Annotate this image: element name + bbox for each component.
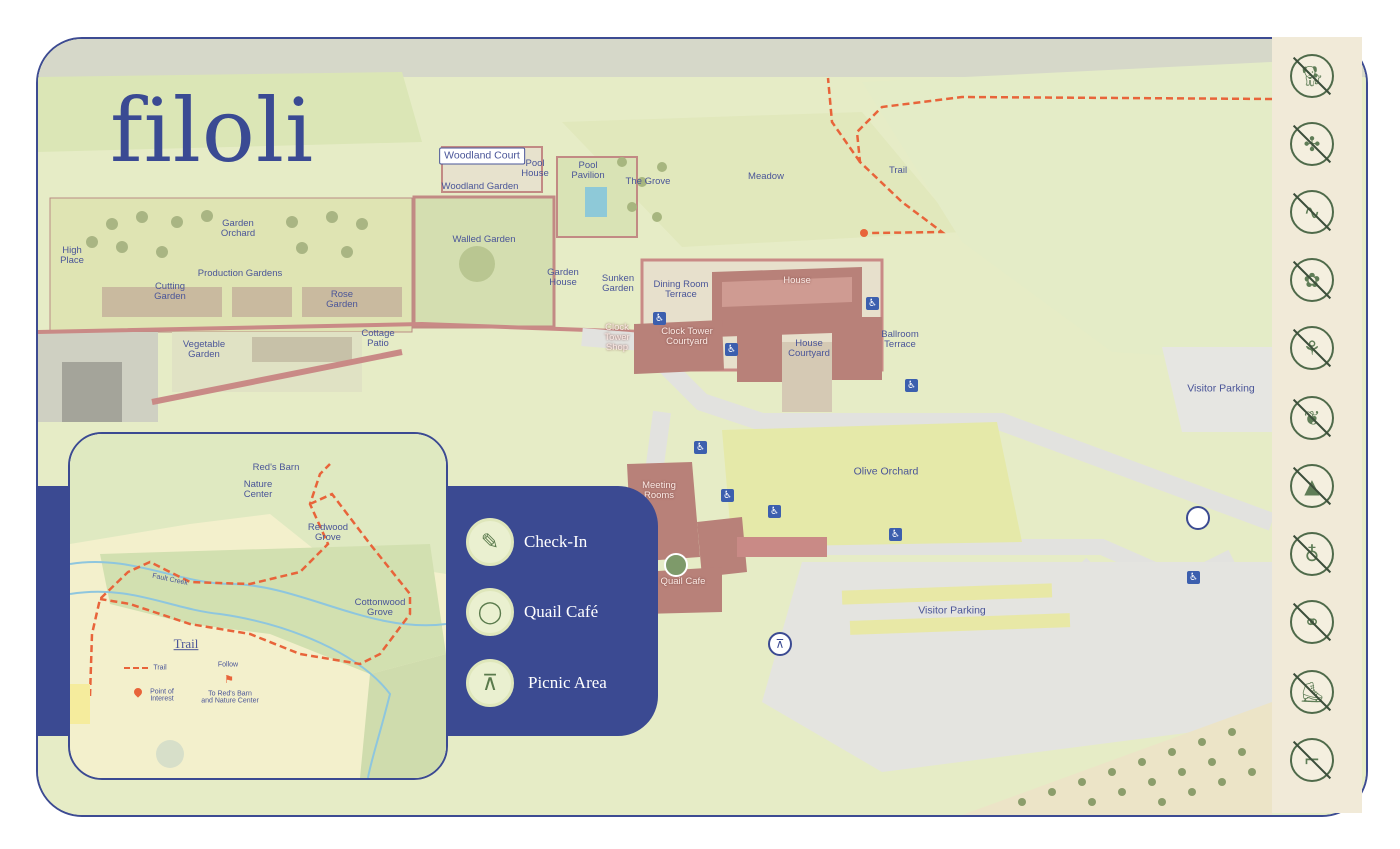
no-firearms-icon: ⌐ <box>1290 738 1334 782</box>
label-dining-room-terrace: Dining Room Terrace <box>653 279 709 300</box>
label-sunken-garden: Sunken Garden <box>601 273 635 294</box>
label-woodland-court: Woodland Court <box>439 147 525 165</box>
legend-label: Check-In <box>524 532 588 551</box>
accessibility-icon: ♿ <box>768 505 781 518</box>
plate-icon: ◯ <box>466 588 514 636</box>
label-cutting-garden: Cutting Garden <box>154 281 186 302</box>
inset-trail-title: Trail <box>173 636 199 652</box>
inset-label-cottonwood-grove: Cottonwood Grove <box>354 597 406 618</box>
legend-label: Quail Café <box>524 602 599 621</box>
hiker-icon: ⚑ <box>224 673 234 686</box>
label-high-place: High Place <box>60 245 84 266</box>
filoli-logo[interactable]: filoli <box>110 79 315 182</box>
inset-key-trail: Trail <box>153 664 167 672</box>
inset-label-nature-center: Nature Center <box>243 479 273 500</box>
label-production-gardens: Production Gardens <box>197 268 283 280</box>
label-pool-house: Pool House <box>521 158 549 179</box>
inset-key-follow-desc: To Red's Barn and Nature Center <box>201 690 259 705</box>
legend-item-check-in: ✎ Check-In <box>466 518 587 566</box>
accessibility-icon: ♿ <box>653 312 666 325</box>
label-ballroom-terrace: Ballroom Terrace <box>881 329 919 350</box>
label-the-grove: The Grove <box>625 176 671 188</box>
label-cottage-patio: Cottage Patio <box>361 328 395 349</box>
accessibility-icon: ♿ <box>1187 571 1200 584</box>
accessibility-icon: ♿ <box>694 441 707 454</box>
label-olive-orchard: Olive Orchard <box>853 465 919 478</box>
legend-item-picnic-area: ⊼ Picnic Area <box>466 659 607 707</box>
inset-label-reds-barn: Red's Barn <box>252 462 300 474</box>
inset-key-poi: Point of Interest <box>150 688 174 703</box>
label-garden-house: Garden House <box>547 267 579 288</box>
trail-inset-svg <box>70 434 446 778</box>
no-dogs-icon: 🐕︎ <box>1290 54 1334 98</box>
label-house-courtyard: House Courtyard <box>788 338 830 359</box>
label-meeting-rooms: Meeting Rooms <box>642 480 676 501</box>
check-in-icon: ✎ <box>466 518 514 566</box>
inset-key-follow: Follow <box>217 661 239 669</box>
label-clock-tower-courtyard: Clock Tower Courtyard <box>661 326 713 347</box>
no-smoking-icon: ∿ <box>1290 190 1334 234</box>
legend-item-quail-cafe: ◯ Quail Café <box>466 588 598 636</box>
cafe-marker-icon[interactable] <box>664 553 688 577</box>
picnic-marker-icon[interactable]: ⊼ <box>768 632 792 656</box>
label-visitor-parking-lower: Visitor Parking <box>918 604 986 617</box>
trail-inset-map[interactable]: Red's Barn Nature Center Redwood Grove F… <box>68 432 448 780</box>
label-meadow: Meadow <box>748 171 784 183</box>
label-visitor-parking-upper: Visitor Parking <box>1187 382 1255 395</box>
check-in-marker-icon[interactable] <box>1186 506 1210 530</box>
no-climbing-icon: ⚘ <box>1290 326 1334 370</box>
legend-label: Picnic Area <box>528 673 607 692</box>
inset-label-redwood-grove: Redwood Grove <box>307 522 349 543</box>
no-bicycles-icon: ⚭ <box>1290 600 1334 644</box>
label-pool-pavilion: Pool Pavilion <box>571 160 605 181</box>
no-trampling-icon: ❦ <box>1290 396 1334 440</box>
picnic-table-icon: ⊼ <box>466 659 514 707</box>
accessibility-icon: ♿ <box>725 343 738 356</box>
label-walled-garden: Walled Garden <box>452 234 516 246</box>
label-woodland-garden: Woodland Garden <box>441 181 519 193</box>
no-picking-icon: ✿ <box>1290 258 1334 302</box>
label-vegetable-garden: Vegetable Garden <box>182 339 226 360</box>
trail-dash-icon <box>124 667 148 669</box>
accessibility-icon: ♿ <box>866 297 879 310</box>
no-alcohol-icon: ♁ <box>1290 532 1334 576</box>
label-garden-orchard: Garden Orchard <box>220 218 256 239</box>
accessibility-icon: ♿ <box>721 489 734 502</box>
accessibility-icon: ♿ <box>889 528 902 541</box>
label-house: House <box>783 275 811 287</box>
accessibility-icon: ♿ <box>905 379 918 392</box>
no-feeding-icon: ▲ <box>1290 464 1334 508</box>
no-scooters-icon: ⛸︎ <box>1290 670 1334 714</box>
label-clock-tower-shop: Clock Tower Shop <box>604 322 630 353</box>
label-quail-cafe-map: Quail Cafe <box>660 576 706 588</box>
label-rose-garden: Rose Garden <box>326 289 358 310</box>
label-trail: Trail <box>888 165 908 177</box>
no-drones-icon: ✣ <box>1290 122 1334 166</box>
